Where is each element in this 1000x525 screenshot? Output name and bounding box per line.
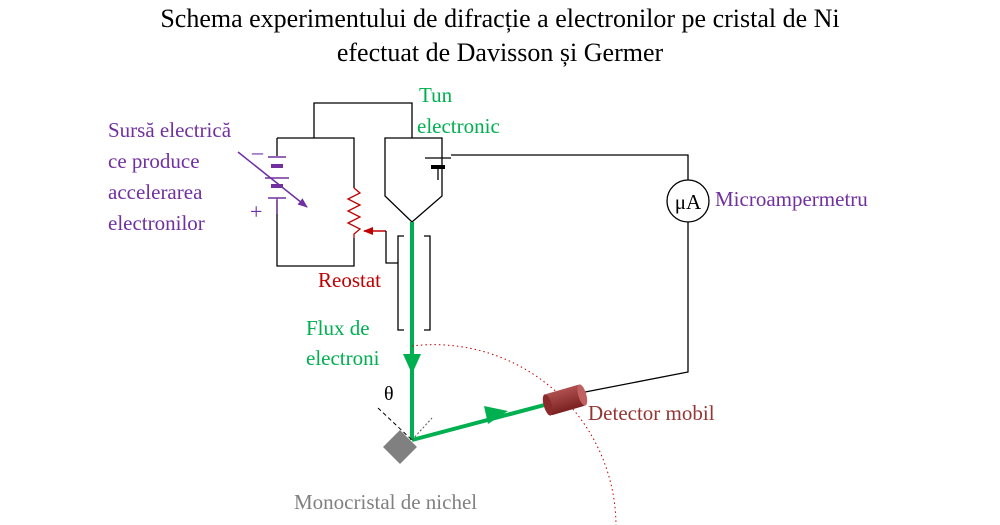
detector-path-arc — [411, 344, 617, 525]
rheostat-zigzag — [346, 187, 362, 238]
flux-label-line-2: electroni — [306, 346, 380, 370]
battery-minus-sign: – — [251, 139, 264, 164]
crystal-label: Monocristal de nichel — [294, 490, 478, 514]
source-pointer-arrow — [237, 151, 308, 208]
source-label-line-4: electronilor — [108, 211, 205, 235]
collimator-left — [397, 235, 404, 331]
battery-symbol — [265, 156, 289, 214]
wire-microammeter-to-detector — [579, 222, 689, 394]
battery-plus-sign: + — [250, 199, 262, 224]
source-label-line-2: ce produce — [108, 149, 200, 173]
rheostat-label: Reostat — [318, 268, 381, 292]
incident-beam-arrowhead — [403, 354, 421, 374]
flux-label-line-1: Flux de — [306, 316, 370, 340]
source-loop-left-wire-lower — [276, 200, 355, 267]
detector-label: Detector mobil — [588, 401, 715, 425]
electron-gun-body — [384, 137, 443, 223]
microammeter-label: Microampermetru — [715, 187, 868, 211]
collimator-right — [424, 235, 431, 331]
microammeter-symbol — [666, 179, 710, 223]
gun-label-line-2: electronic — [417, 114, 500, 138]
source-label-line-3: accelerarea — [108, 180, 203, 204]
gun-label-line-1: Tun — [419, 83, 453, 107]
wire-gun-to-microammeter — [451, 154, 689, 180]
source-label-line-1: Sursă electrică — [108, 118, 232, 142]
moving-detector — [542, 384, 588, 416]
scattered-beam-arrowhead — [484, 406, 508, 424]
source-loop-wire — [277, 137, 355, 188]
crystal-normal-line — [411, 417, 433, 441]
nickel-crystal — [383, 430, 417, 464]
title-line-1: Schema experimentului de difracție a ele… — [160, 4, 840, 33]
rheostat-wiper-wire — [385, 231, 398, 264]
title-line-2: efectuat de Davisson și Germer — [336, 38, 664, 67]
wire-top — [313, 102, 413, 138]
scattered-beam — [411, 401, 553, 442]
microammeter-symbol-text: μA — [675, 190, 702, 214]
theta-angle-label: θ — [384, 383, 394, 405]
theta-reference-line — [377, 407, 413, 441]
